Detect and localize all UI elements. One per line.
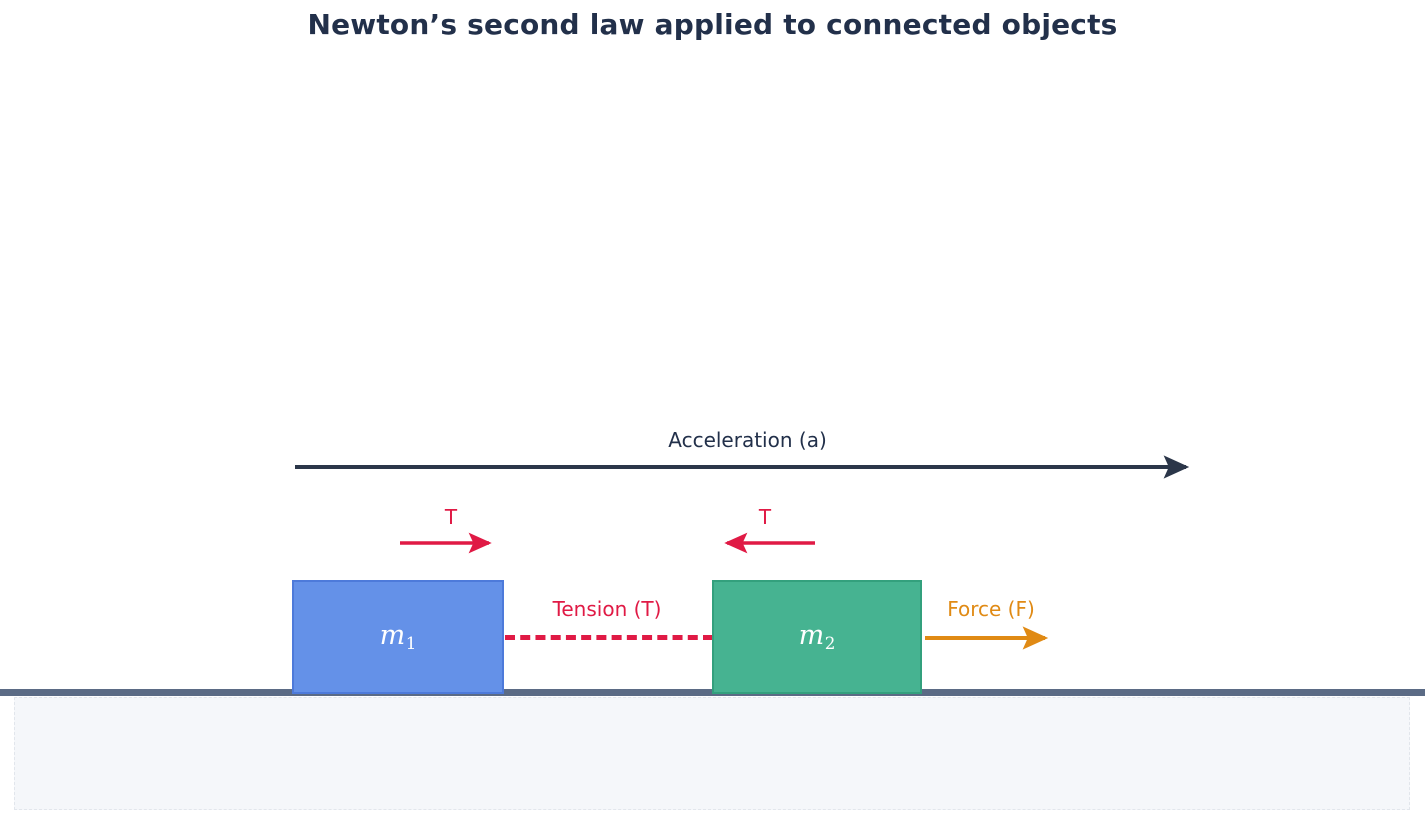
ground-surface-area <box>14 697 1410 810</box>
tension-label-m2: T <box>758 505 772 529</box>
block-m2-label: m2 <box>798 620 836 653</box>
tension-label-m1: T <box>444 505 458 529</box>
acceleration-label: Acceleration (a) <box>668 428 827 452</box>
block-m1[interactable]: m1 <box>292 580 504 694</box>
rope-tension-label: Tension (T) <box>552 597 662 621</box>
connecting-rope <box>505 635 713 640</box>
force-label: Force (F) <box>947 597 1035 621</box>
block-m2[interactable]: m2 <box>712 580 922 694</box>
page-title: Newton’s second law applied to connected… <box>307 8 1118 41</box>
block-m1-label: m1 <box>379 620 417 653</box>
